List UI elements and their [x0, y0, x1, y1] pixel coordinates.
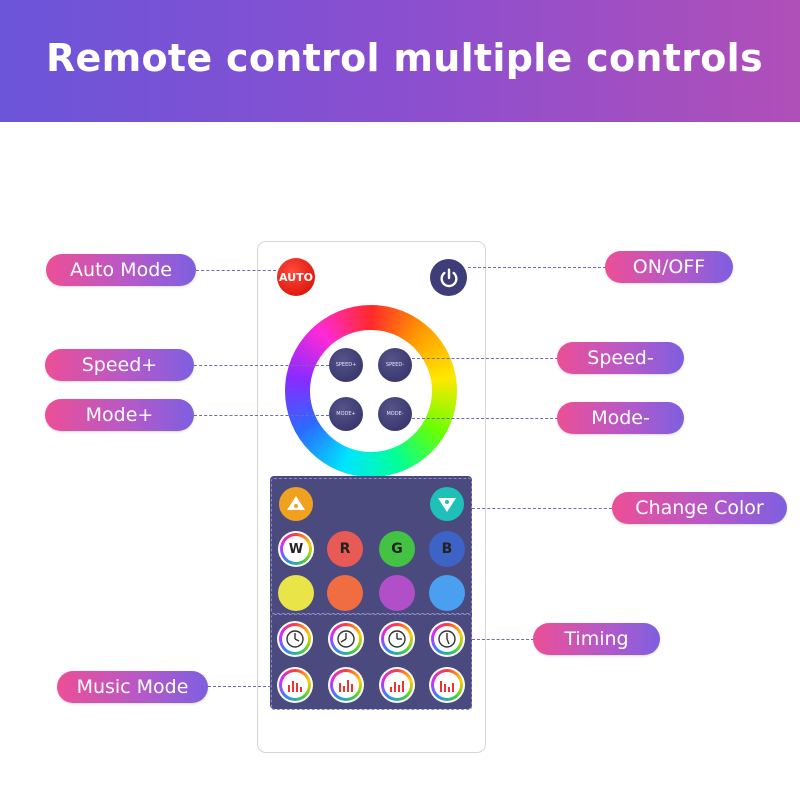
on-off-text: ON/OFF [632, 256, 706, 278]
music-3-button[interactable] [379, 667, 415, 703]
triangle-up-icon [287, 496, 305, 510]
timer-1h-icon [286, 630, 304, 648]
timer-3h-icon [388, 630, 406, 648]
speed-up-label: SPEED+ [335, 362, 357, 368]
auto-mode-label: Auto Mode [46, 254, 196, 286]
music-4-icon [440, 681, 454, 692]
mode-down-button[interactable]: MODE- [378, 397, 412, 431]
auto-button[interactable]: AUTO [277, 258, 315, 296]
timer-3h-button[interactable] [379, 621, 415, 657]
speed-plus-line [194, 365, 329, 366]
timer-4h-button[interactable] [429, 621, 465, 657]
color-wheel-center [310, 330, 432, 452]
music-1-button[interactable] [277, 667, 313, 703]
blue-label: B [441, 541, 453, 557]
page-title: Remote control multiple controls [46, 36, 763, 80]
green-label: G [391, 541, 403, 557]
music-1-icon [288, 681, 302, 692]
brightness-up-button[interactable] [279, 487, 313, 521]
mode-minus-text: Mode- [591, 407, 650, 429]
sky-blue-color-button[interactable] [429, 575, 465, 611]
purple-color-button[interactable] [379, 575, 415, 611]
mode-plus-label: Mode+ [45, 399, 194, 431]
power-button[interactable] [430, 259, 467, 296]
timing-music-region [271, 614, 472, 710]
mode-plus-line [194, 415, 329, 416]
mode-plus-text: Mode+ [85, 404, 154, 426]
red-label: R [339, 541, 351, 557]
timer-4h-icon [438, 630, 456, 648]
music-2-button[interactable] [328, 667, 364, 703]
timing-line [472, 639, 534, 640]
change-color-text: Change Color [635, 497, 764, 519]
speed-plus-label: Speed+ [45, 349, 194, 381]
change-color-label: Change Color [612, 492, 787, 524]
red-color-button[interactable]: R [327, 531, 363, 567]
speed-minus-label: Speed- [557, 342, 684, 374]
header-banner: Remote control multiple controls [0, 0, 800, 122]
speed-down-label: SPEED- [385, 362, 405, 368]
timing-text: Timing [564, 628, 629, 650]
auto-button-label: AUTO [279, 270, 313, 284]
blue-color-button[interactable]: B [429, 531, 465, 567]
white-core: W [283, 536, 309, 562]
orange-color-button[interactable] [327, 575, 363, 611]
brightness-down-button[interactable] [430, 487, 464, 521]
speed-up-button[interactable]: SPEED+ [329, 348, 363, 382]
mode-down-label: MODE- [386, 411, 404, 417]
on-off-label: ON/OFF [605, 251, 733, 283]
timer-2h-button[interactable] [328, 621, 364, 657]
triangle-down-icon [438, 498, 456, 512]
mode-minus-label: Mode- [557, 402, 684, 434]
auto-mode-text: Auto Mode [70, 259, 172, 281]
white-rim: W [280, 533, 312, 565]
timing-label: Timing [533, 623, 660, 655]
yellow-color-button[interactable] [278, 575, 314, 611]
music-4-button[interactable] [429, 667, 465, 703]
music-mode-text: Music Mode [76, 676, 189, 698]
timer-2h-icon [337, 630, 355, 648]
white-label: W [288, 541, 304, 557]
music-mode-label: Music Mode [57, 671, 208, 703]
mode-up-button[interactable]: MODE+ [329, 397, 363, 431]
auto-mode-line [196, 270, 276, 271]
music-2-icon [339, 680, 353, 692]
white-color-button[interactable]: W [278, 531, 314, 567]
change-color-region [271, 478, 472, 614]
speed-minus-text: Speed- [587, 347, 654, 369]
change-color-line [472, 508, 612, 509]
timer-1h-button[interactable] [277, 621, 313, 657]
green-color-button[interactable]: G [379, 531, 415, 567]
music-mode-line [208, 686, 271, 687]
speed-plus-text: Speed+ [81, 354, 158, 376]
speed-minus-line [412, 358, 558, 359]
speed-down-button[interactable]: SPEED- [378, 348, 412, 382]
on-off-line [468, 267, 606, 268]
mode-up-label: MODE+ [336, 411, 356, 417]
music-3-icon [390, 681, 404, 692]
power-icon [439, 268, 458, 287]
mode-minus-line [412, 418, 558, 419]
